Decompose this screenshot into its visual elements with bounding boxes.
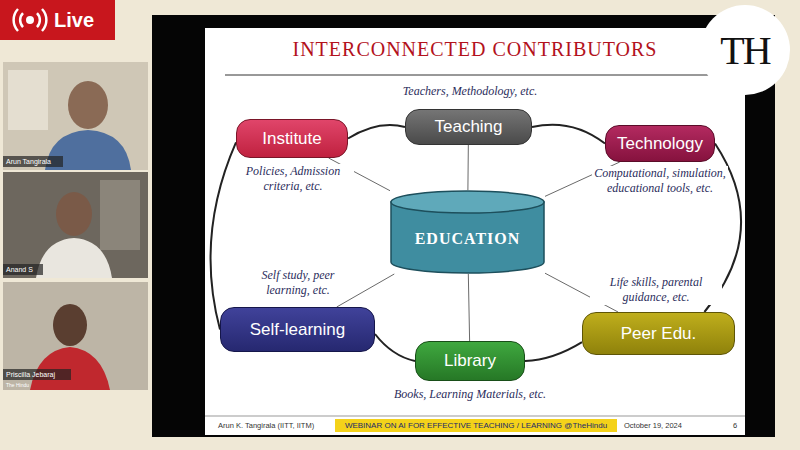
title-rule — [225, 75, 725, 76]
contributor-box: Teaching — [405, 109, 532, 145]
ring-connector — [532, 125, 605, 144]
spoke-connector — [468, 274, 469, 341]
footer-band: WEBINAR ON AI FOR EFFECTIVE TEACHING / L… — [335, 419, 617, 432]
contributor-note: Self study, peer learning, etc. — [246, 268, 350, 298]
live-dot — [26, 16, 34, 24]
live-icon — [12, 6, 48, 34]
speaker-head — [56, 192, 92, 236]
node-text: Technology — [617, 134, 703, 154]
speaker-body — [30, 347, 110, 390]
speaker-body — [36, 238, 112, 278]
speaker-name: Priscilla Jebaraj — [6, 371, 55, 380]
video-background — [100, 180, 140, 250]
speaker-head — [53, 304, 87, 346]
contributor-box: Library — [415, 341, 525, 381]
slide — [205, 28, 745, 435]
video-tile — [3, 282, 148, 390]
spoke-connector — [467, 145, 468, 190]
speaker-head — [68, 81, 108, 129]
name-strip — [3, 264, 43, 275]
contributor-note: Books, Learning Materials, etc. — [370, 387, 570, 402]
video-background — [8, 70, 48, 130]
node-text: WEBINAR ON AI FOR EFFECTIVE TEACHING / L… — [345, 421, 607, 430]
footer-author: Arun K. Tangirala (IITT, IITM) — [218, 421, 314, 430]
name-strip — [3, 156, 63, 167]
contributor-box: Technology — [605, 125, 715, 162]
name-strip — [3, 369, 71, 380]
page-number: 6 — [733, 421, 737, 430]
contributor-box: Peer Edu. — [582, 312, 735, 355]
node-text: Peer Edu. — [621, 324, 697, 344]
contributor-note: Computational, simulation, educational t… — [592, 166, 728, 196]
video-tile — [3, 62, 148, 170]
channel-tag: The Hindu — [6, 382, 29, 388]
ring-connector — [525, 342, 582, 361]
video-tile — [3, 172, 148, 278]
slide-frame — [152, 15, 775, 437]
node-text: Library — [444, 351, 496, 371]
node-text: Institute — [262, 129, 322, 149]
speaker-name: Anand S — [6, 266, 33, 275]
logo-circle: TH — [700, 5, 790, 95]
contributor-box: Self-learning — [220, 307, 375, 352]
node-text: Self-learning — [250, 320, 345, 340]
contributor-note: Life skills, parental guidance, etc. — [590, 275, 722, 305]
live-badge: Live — [0, 0, 115, 40]
node-text: TH — [720, 27, 769, 74]
contributor-note: Policies, Admission criteria, etc. — [232, 164, 354, 194]
speaker-name: Arun Tangirala — [6, 158, 51, 167]
contributor-box: Institute — [236, 119, 348, 158]
footer-rule — [205, 416, 745, 417]
ring-connector — [348, 125, 405, 138]
slide-title: INTERCONNECTED CONTRIBUTORS — [225, 38, 725, 61]
cylinder-top — [391, 191, 544, 213]
node-text: EDUCATION — [415, 230, 521, 248]
node-text: Teaching — [434, 117, 502, 137]
footer-date: October 19, 2024 — [624, 421, 682, 430]
node-text: Live — [54, 9, 94, 32]
education-cylinder: EDUCATION — [390, 190, 545, 274]
contributor-note: Teachers, Methodology, etc. — [370, 84, 570, 99]
ring-connector — [375, 334, 415, 361]
